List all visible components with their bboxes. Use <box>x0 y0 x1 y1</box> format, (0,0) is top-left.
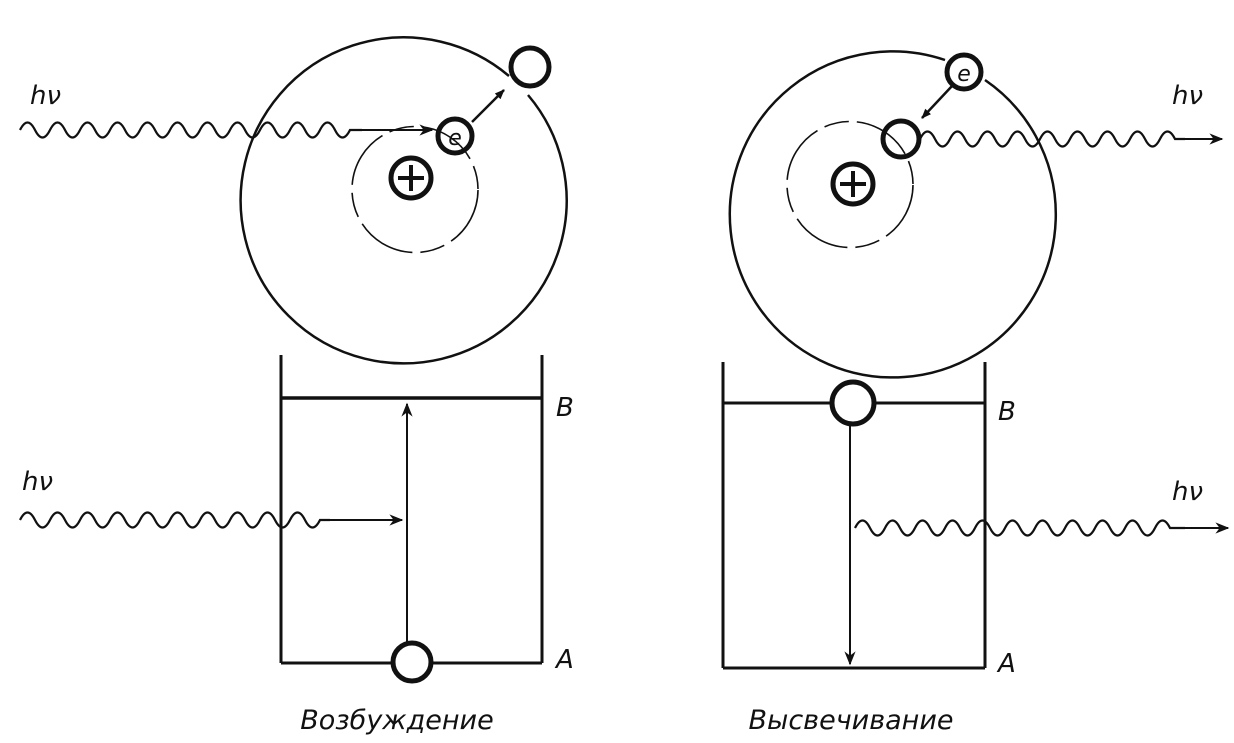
nucleus-circle <box>830 161 876 207</box>
photon-label: hν <box>1172 477 1203 507</box>
outgoing-photon-wave <box>919 130 1185 148</box>
incoming-photon-wave <box>19 121 362 139</box>
electron-label: e <box>957 62 971 87</box>
electron-label: e <box>448 126 462 151</box>
incoming-photon-wave <box>19 511 330 529</box>
level-a-label: A <box>996 649 1016 679</box>
atom-emission: e hν <box>728 50 1224 379</box>
outer-orbit <box>728 50 1058 379</box>
excited-electron <box>944 52 984 92</box>
outer-orbit <box>239 36 568 365</box>
photon-label: hν <box>30 81 61 111</box>
electron <box>829 379 877 427</box>
electron-drop-arrow <box>921 85 953 119</box>
caption-emission: Высвечивание <box>749 705 954 736</box>
nucleus-circle <box>388 155 434 201</box>
level-b-label: B <box>556 393 574 423</box>
photon-label: hν <box>22 467 53 497</box>
electron-jump-arrow <box>471 89 505 123</box>
nucleus <box>388 155 434 201</box>
caption-excitation: Возбуждение <box>300 705 493 736</box>
outgoing-photon-wave <box>854 519 1185 537</box>
atom-excitation: e hν <box>19 36 568 365</box>
electron <box>390 640 434 684</box>
nucleus <box>830 161 876 207</box>
level-b-label: B <box>998 397 1016 427</box>
photon-label: hν <box>1172 81 1203 111</box>
inner-orbit <box>351 125 479 254</box>
excited-electron-position <box>508 45 552 89</box>
levels-emission: hν B A Высвечивание <box>721 362 1230 736</box>
electron <box>435 116 475 156</box>
levels-excitation: hν B A Возбуждение <box>19 355 574 736</box>
ground-electron-position <box>880 118 922 160</box>
level-a-label: A <box>554 645 574 675</box>
